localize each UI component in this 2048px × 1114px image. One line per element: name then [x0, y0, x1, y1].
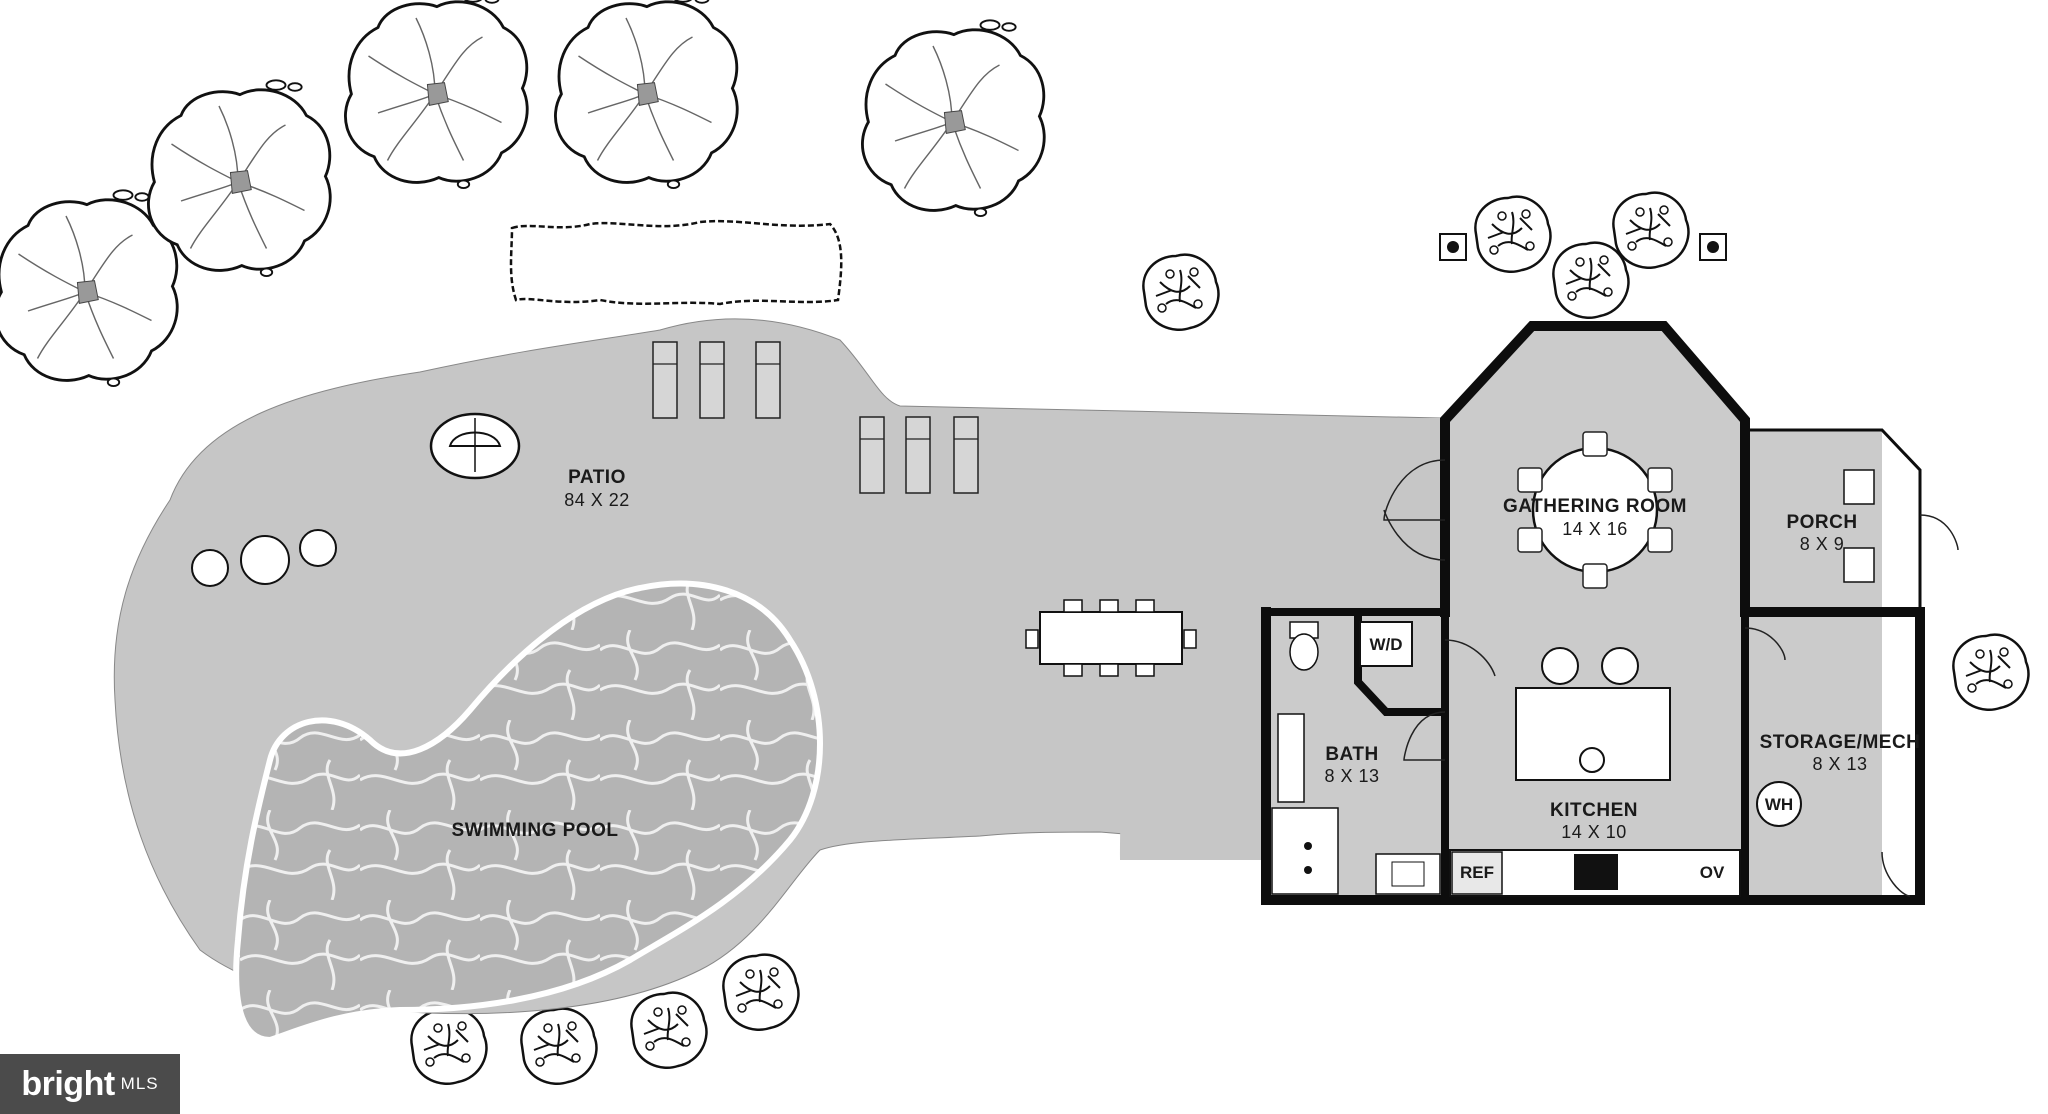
door-icon [1383, 459, 1959, 897]
shrub-icon [1474, 195, 1552, 273]
porch-dims: 8 X 9 [1800, 534, 1845, 554]
fire-pit-icon [429, 412, 521, 480]
tree-icon [861, 18, 1046, 218]
patio-label: PATIO [568, 467, 626, 488]
shrub-icon [1142, 253, 1220, 331]
shrub-icon [1612, 191, 1690, 269]
shower-icon [1271, 807, 1339, 895]
oven-label: OV [1700, 863, 1725, 882]
storage-label: STORAGE/MECH [1760, 732, 1921, 753]
swimming-pool [233, 580, 823, 1044]
patio-dims: 84 X 22 [564, 490, 630, 510]
walls [1261, 321, 1925, 905]
tree-icon [147, 78, 332, 278]
pool-label: SWIMMING POOL [452, 820, 619, 841]
lounge-chair [905, 416, 931, 494]
kitchen-label: KITCHEN [1550, 800, 1638, 821]
light-icon [1439, 233, 1467, 261]
toilet-icon [1289, 621, 1319, 671]
lounge-chair [652, 341, 678, 419]
lounge-chair [755, 341, 781, 419]
tree-icon [554, 0, 739, 190]
bath-label: BATH [1325, 744, 1378, 765]
tree-icon [344, 0, 529, 190]
building-floor [1266, 326, 1882, 900]
storage-dims: 8 X 13 [1812, 754, 1867, 774]
dining-table-icon [1025, 599, 1197, 677]
gathering-room-label: GATHERING ROOM [1503, 496, 1687, 517]
refrigerator-label: REF [1460, 863, 1494, 882]
logo-suffix: MLS [120, 1074, 159, 1093]
kitchen-dims: 14 X 10 [1561, 822, 1627, 842]
shrub-icon [1552, 241, 1630, 319]
washer-dryer-icon: W/D [1359, 621, 1413, 667]
shrub-icon [722, 953, 800, 1031]
lounge-chair [953, 416, 979, 494]
washer-dryer-label: W/D [1369, 635, 1402, 654]
lounge-chair [699, 341, 725, 419]
cafe-table-icon [191, 529, 337, 587]
refrigerator-icon: REF [1451, 851, 1503, 895]
shrub-icon [630, 991, 708, 1069]
sink-icon [1375, 853, 1441, 895]
lounge-chair [859, 416, 885, 494]
porch-label: PORCH [1786, 512, 1857, 533]
shrub-icon [410, 1007, 488, 1085]
water-heater-label: WH [1765, 795, 1793, 814]
bright-mls-logo: bright MLS [0, 1054, 180, 1114]
round-table-icon [1517, 431, 1673, 589]
shrub-icon [1952, 633, 2030, 711]
gathering-room-dims: 14 X 16 [1562, 519, 1628, 539]
logo-brand: bright [21, 1064, 115, 1103]
water-heater-icon: WH [1756, 781, 1802, 827]
kitchen-island [1515, 647, 1671, 781]
porch-chair [1843, 469, 1875, 583]
hedge-icon [509, 219, 843, 306]
bath-dims: 8 X 13 [1324, 766, 1379, 786]
bathtub-icon [1277, 713, 1305, 803]
light-icon [1699, 233, 1727, 261]
shrub-icon [520, 1007, 598, 1085]
